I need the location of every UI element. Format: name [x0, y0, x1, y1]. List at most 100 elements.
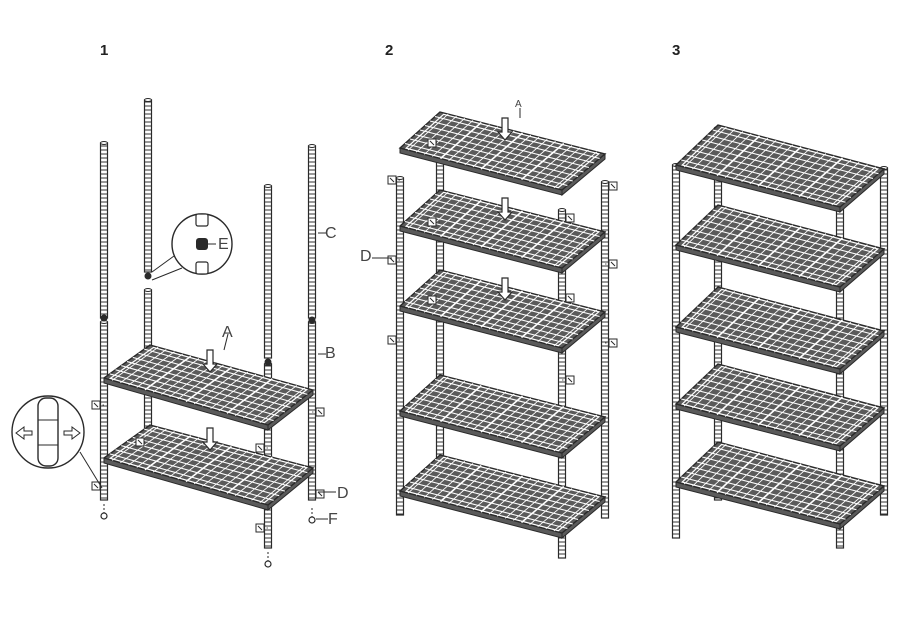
sleeve-clip-8	[605, 259, 618, 269]
detail-post-bottom	[195, 261, 209, 275]
clip-detail	[317, 491, 323, 497]
shelf-wire	[414, 133, 579, 178]
shelf-wire	[144, 348, 308, 395]
post-cap	[100, 141, 108, 145]
detail-post	[37, 397, 59, 467]
post-cap	[144, 98, 152, 102]
sleeve-clip-3	[387, 335, 400, 345]
detail-pointer	[79, 451, 103, 489]
clip-detail	[389, 257, 395, 263]
clip-detail	[567, 377, 573, 383]
shelf-wire	[707, 373, 874, 419]
wire-shelf-1	[398, 111, 607, 197]
wire-shelf-2	[398, 189, 607, 275]
down-arrow-lower	[201, 427, 219, 451]
shelf-wire	[696, 306, 863, 351]
sleeve-clip-12	[562, 375, 575, 385]
shelf-wire	[424, 282, 590, 327]
detail-sleeve	[196, 238, 208, 250]
shelf-wire	[138, 352, 302, 400]
shelf-wire	[414, 476, 579, 521]
callout-label-b: B	[325, 345, 336, 362]
wire-shelf-4	[398, 374, 607, 460]
shelf-wire	[419, 392, 584, 436]
clip-detail	[389, 337, 395, 343]
shelf-wire	[414, 291, 579, 336]
step-number-1: 1	[100, 42, 109, 59]
shelf-wire	[409, 138, 573, 182]
post-upper-back-left	[99, 141, 109, 319]
down-arrow-3	[496, 277, 514, 301]
clip-detail	[93, 483, 99, 489]
shelf-wire	[707, 134, 874, 180]
post-back-right	[879, 166, 889, 516]
wire-shelf-5	[674, 441, 886, 531]
detail-post-top	[195, 213, 209, 227]
shelf-frame	[404, 113, 601, 189]
shelf-frame	[681, 206, 880, 286]
shelf-wire	[424, 467, 590, 512]
shelf-wire	[404, 485, 568, 530]
shelf-wire	[419, 207, 584, 251]
shelf-wire	[712, 129, 879, 175]
shelf-wire	[126, 440, 291, 488]
clip-right-lower	[312, 489, 325, 499]
clip-front-left	[135, 437, 148, 447]
shelf-wire	[681, 398, 846, 442]
shelf-wire	[429, 278, 595, 322]
wire-shelf-1	[674, 124, 886, 214]
shelf-frame	[681, 288, 880, 368]
squeeze-arrow-left	[15, 426, 33, 440]
step-3-illustration	[671, 124, 889, 549]
shelf-wire	[707, 214, 874, 260]
shelf-wire	[115, 369, 280, 417]
post-cap	[558, 208, 566, 212]
clip-detail	[610, 340, 616, 346]
callout-label-d-step2: D	[360, 248, 372, 265]
shelf-frame	[681, 443, 880, 523]
shelf-wire	[681, 476, 846, 520]
shelf-wire	[429, 463, 595, 507]
shelf-frame	[108, 426, 309, 504]
clip-detail	[317, 409, 323, 415]
shelf-wire	[424, 202, 590, 247]
clip-detail	[567, 215, 573, 221]
shelf-wire	[404, 220, 568, 265]
leader-a	[223, 333, 229, 351]
shelf-wire	[404, 405, 568, 450]
shelf-wire	[409, 401, 573, 445]
clip-detail	[429, 297, 435, 303]
shelf-wire	[429, 120, 595, 164]
clip-detail	[610, 183, 616, 189]
sleeve-clip-11	[562, 293, 575, 303]
shelf-wire	[138, 432, 302, 478]
post-body	[263, 185, 273, 359]
step-2-illustration	[372, 108, 618, 559]
shelf-wire	[691, 229, 857, 274]
post-upper-front-right	[263, 184, 273, 359]
shelf-wire	[424, 124, 590, 169]
shelf-wire	[681, 321, 846, 365]
upper-shelf	[102, 344, 315, 432]
callout-label-a: A	[222, 324, 233, 341]
post-cap	[144, 288, 152, 292]
shelf-wire	[434, 458, 600, 503]
shelf-frame	[404, 456, 601, 532]
clip-mid-lower	[255, 523, 268, 533]
post-body	[99, 142, 109, 319]
sleeve-clip-10	[562, 213, 575, 223]
sleeve-clip-4	[427, 138, 440, 148]
clip-mid	[255, 443, 268, 453]
shelf-wire	[702, 378, 868, 423]
wire-shelf-2	[674, 204, 886, 294]
clip-detail	[567, 295, 573, 301]
shelf-wire	[686, 316, 852, 361]
detail-pointer	[151, 255, 175, 273]
shelf-wire	[696, 383, 863, 428]
shelf-wire	[696, 224, 863, 269]
shelf-wire	[126, 360, 291, 409]
shelf-wire	[109, 453, 274, 501]
post-body	[99, 321, 109, 501]
shelf-wire	[414, 211, 579, 256]
clip-detail	[429, 219, 435, 225]
